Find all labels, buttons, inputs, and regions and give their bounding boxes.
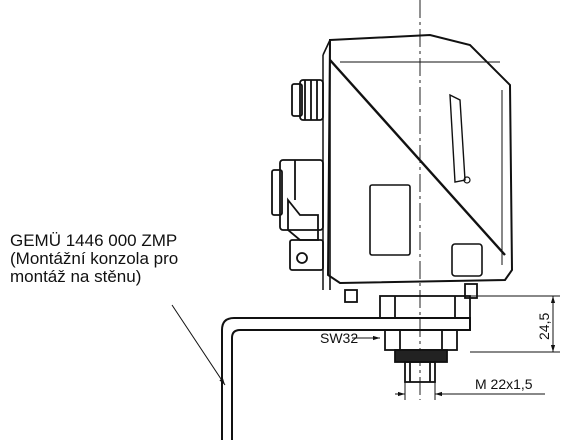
callout-line-3: montáž na stěnu) bbox=[10, 267, 142, 286]
screw-fitting bbox=[344, 283, 478, 383]
mounting-bracket bbox=[221, 317, 471, 440]
bracket-callout-label: GEMÜ 1446 000 ZMP (Montážní konzola pro … bbox=[10, 232, 178, 286]
callout-line-2: (Montážní konzola pro bbox=[10, 249, 179, 268]
thread-dimension bbox=[395, 382, 545, 400]
wrench-size-label: SW32 bbox=[320, 330, 358, 346]
cable-glands bbox=[271, 79, 324, 271]
thread-dimension-label: M 22x1,5 bbox=[475, 376, 533, 392]
callout-line-1: GEMÜ 1446 000 ZMP bbox=[10, 231, 178, 250]
callout-leader-line bbox=[171, 304, 226, 386]
positioner-housing bbox=[322, 33, 514, 290]
height-dimension bbox=[470, 295, 560, 353]
height-dimension-label: 24,5 bbox=[536, 313, 552, 340]
